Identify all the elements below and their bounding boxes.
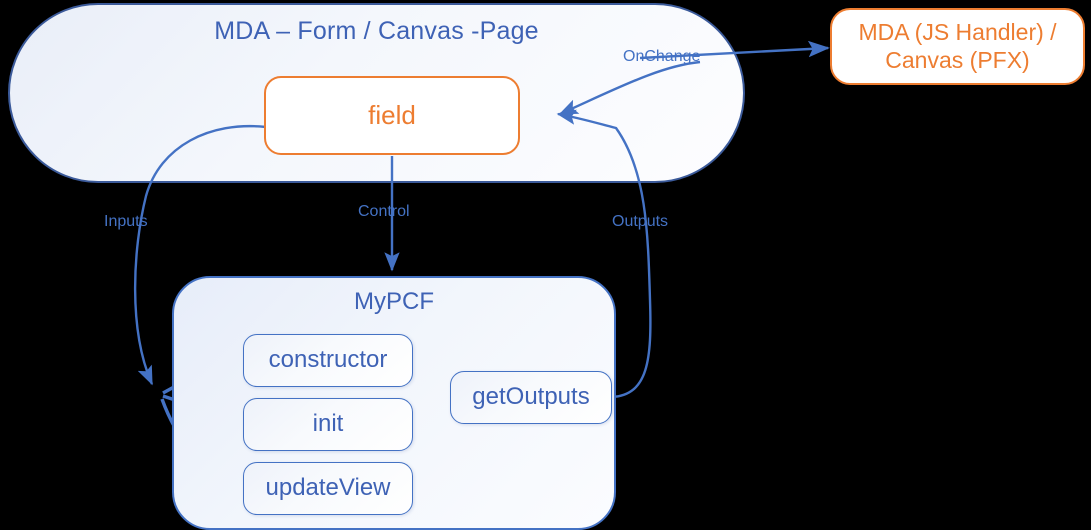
connector-label-onchange: OnChange	[623, 48, 701, 65]
method-box-updateview[interactable]: updateView	[243, 462, 413, 515]
mda-container-title: MDA – Form / Canvas -Page	[214, 17, 539, 45]
connector-label-inputs: Inputs	[104, 213, 148, 230]
connector-label-control: Control	[358, 203, 410, 220]
outputs-connector	[556, 109, 652, 399]
onchange-connector	[639, 40, 830, 60]
method-label-getoutputs: getOutputs	[472, 383, 590, 411]
mypcf-title: MyPCF	[354, 288, 434, 315]
onchange-return-connector	[558, 60, 701, 116]
method-label-constructor: constructor	[268, 346, 388, 374]
inputs-connector	[133, 124, 267, 386]
method-box-constructor[interactable]: constructor	[243, 334, 413, 387]
method-label-updateview: updateView	[265, 474, 391, 502]
connector-label-outputs: Outputs	[612, 213, 669, 230]
field-label: field	[368, 100, 416, 131]
js-handler-box[interactable]: MDA (JS Handler) / Canvas (PFX)	[830, 8, 1085, 85]
method-box-init[interactable]: init	[243, 398, 413, 451]
js-handler-line-1: MDA (JS Handler) /	[858, 19, 1057, 46]
method-box-getoutputs[interactable]: getOutputs	[450, 371, 612, 424]
method-label-init: init	[312, 410, 344, 438]
js-handler-line-2: Canvas (PFX)	[885, 46, 1030, 73]
field-box[interactable]: field	[264, 76, 520, 155]
